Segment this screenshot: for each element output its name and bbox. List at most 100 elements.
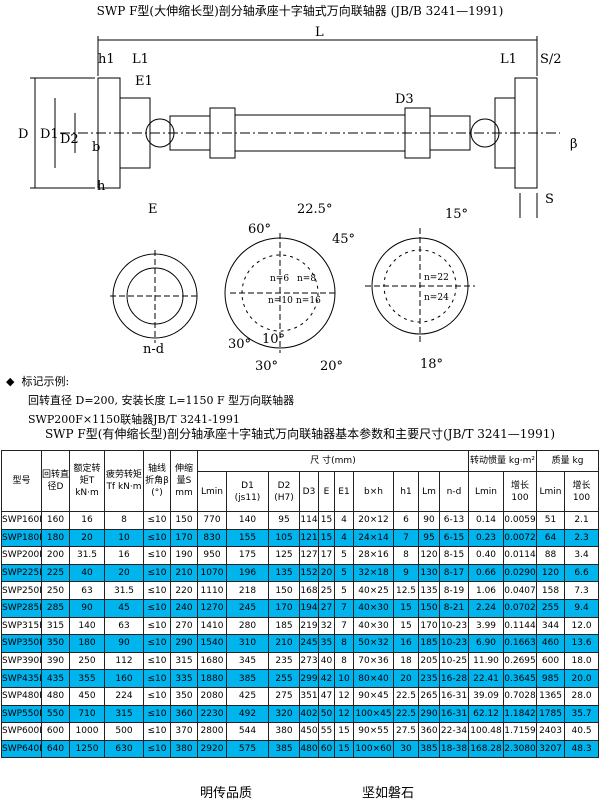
table-cell: 4 [334,511,354,530]
table-cell: 196 [226,563,269,583]
table-cell: 42 [318,669,335,688]
slogan-right: 坚如磐石 [362,786,415,801]
table-cell: 0.0059 [503,511,538,530]
table-cell: 105 [268,528,300,548]
table-cell: 575 [226,739,269,759]
table-cell: 8 [334,634,354,653]
table-cell: 15 [334,739,354,759]
table-cell: 18 [393,651,419,671]
col-E: E [318,471,335,512]
table-cell: 2.3080 [503,739,538,759]
table-cell: 380 [170,739,198,759]
table-cell: 40.5 [564,722,600,741]
table-cell: 280 [226,616,269,636]
table-cell: 9 [393,563,419,583]
table-cell: 70×36 [353,651,394,671]
col-h1: h1 [393,471,419,512]
table-cell: 0.66 [468,563,505,583]
col-mass: 质量 kg [536,450,600,472]
table-cell: 50 [318,704,335,724]
table-cell: 80×40 [353,669,394,688]
table-cell: 335 [170,669,198,688]
table-cell: 950 [197,546,227,565]
table-cell: 255 [268,669,300,688]
table-cell: 200 [41,546,70,565]
table-cell: 100×60 [353,739,394,759]
table-cell: ≤10 [143,634,171,653]
table-cell: 0.1144 [503,616,538,636]
table-cell: 25 [318,581,335,600]
table-cell: 5 [334,546,354,565]
table-cell: 180 [69,634,105,653]
table-cell: 315 [170,651,198,671]
table-cell: 90×55 [353,722,394,741]
label-n24: n=24 [424,293,449,303]
table-cell: 150 [170,511,198,530]
col-Lm: Lm [418,471,440,512]
table-cell: 8-17 [438,563,470,583]
table-cell: 90 [104,634,144,653]
table-cell: 90×45 [353,686,394,706]
table-cell: 235 [268,651,300,671]
table-cell: 1110 [197,581,227,600]
label-D: D [18,127,28,142]
table-cell: 170 [418,616,440,636]
table-cell: 8 [104,511,144,530]
table-cell: 28×16 [353,546,394,565]
table-cell: 7 [334,616,354,636]
table-cell: 15 [393,598,419,618]
label-h1: h1 [98,52,115,67]
table-cell: 15 [318,528,335,548]
col-dimensions: 尺 寸(mm) [196,450,470,472]
table-cell: 152 [299,563,319,583]
table-cell: 22-34 [438,722,470,741]
table-cell: 770 [197,511,227,530]
label-E: E [148,202,158,217]
table-cell: 6.6 [564,563,600,583]
table-cell: 2800 [197,722,227,741]
table-cell: 8-19 [438,581,470,600]
table-cell: 0.3645 [503,669,538,688]
table-cell: 15 [318,511,335,530]
table-cell: 88 [536,546,566,565]
table-cell: 17 [318,546,335,565]
table-cell: SWP600F [1,722,42,741]
table-cell: 224 [104,686,144,706]
table-cell: ≤10 [143,704,171,724]
table-cell: 1.1842 [503,704,538,724]
table-cell: 27 [318,598,335,618]
table-cell: ≤10 [143,528,171,548]
table-cell: 12 [334,686,354,706]
table-cell: 1250 [69,739,105,759]
table-cell: 315 [104,704,144,724]
table-cell: 5 [334,563,354,583]
table-cell: 20.0 [564,669,600,688]
table-cell: 160 [104,669,144,688]
table-cell: 18.0 [564,651,600,671]
col-E1: E1 [334,471,354,512]
table-cell: 1680 [197,651,227,671]
table-cell: 32×18 [353,563,394,583]
col-Tf: 疲劳转矩Tf kN·m [104,450,144,512]
label-D3: D3 [395,92,414,107]
table-cell: 8-15 [438,546,470,565]
table-cell: 55 [318,722,335,741]
table-cell: 20 [393,669,419,688]
note-heading: 标记示例: [21,375,70,388]
table-cell: 245 [226,598,269,618]
table-cell: 18-38 [438,739,470,759]
table-cell: 16-31 [438,686,470,706]
col-inertia-increase: 增长 100 [503,471,538,512]
table-cell: 1000 [69,722,105,741]
label-22-5-deg: 22.5° [297,202,332,217]
table-cell: 185 [268,616,300,636]
table-cell: 218 [226,581,269,600]
col-mass-lmin: Lmin [536,471,566,512]
table-cell: 480 [299,739,319,759]
table-cell: 450 [299,722,319,741]
table-cell: 245 [299,634,319,653]
table-cell: 5 [334,581,354,600]
